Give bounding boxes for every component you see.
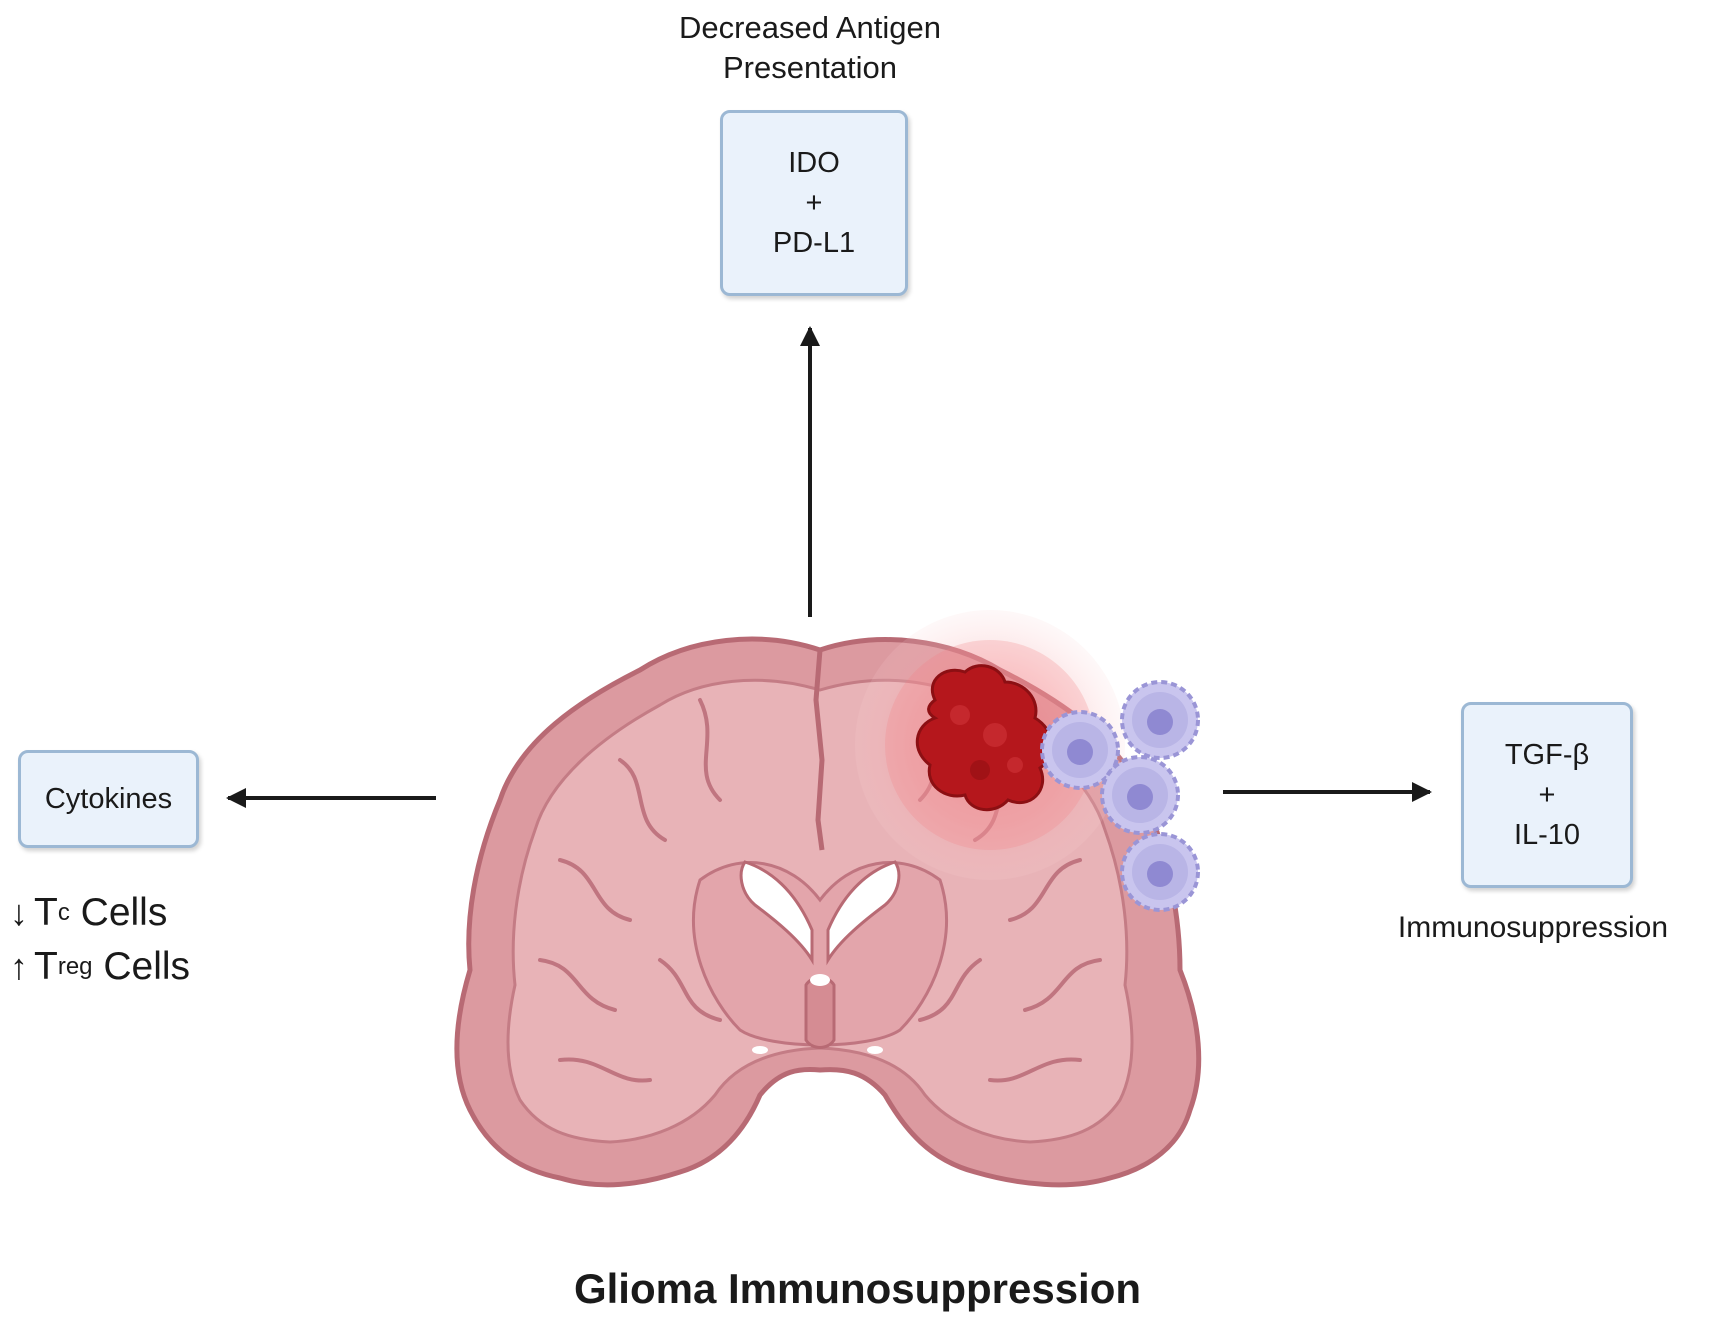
arrow-up-small-icon: ↑	[10, 946, 28, 987]
tc-sub: c	[57, 899, 70, 926]
plus-label: +	[805, 187, 823, 219]
treg-rest: Cells	[92, 945, 191, 988]
tgf-il10-box: TGF-β + IL-10	[1461, 702, 1633, 888]
cytokines-box: Cytokines	[18, 750, 199, 848]
pdl1-label: PD-L1	[772, 227, 856, 259]
right-caption: Immunosuppression	[1397, 911, 1669, 944]
tc-main: T	[34, 891, 58, 934]
ventricle	[826, 860, 901, 966]
immune-cell-icon	[1100, 755, 1180, 835]
plus-label-right: +	[1538, 779, 1556, 811]
figure-title: Glioma Immunosuppression	[573, 1265, 1142, 1312]
top-caption-line2: Presentation	[722, 50, 898, 85]
arrow-down-icon: ↓	[10, 892, 28, 933]
cytokines-label: Cytokines	[44, 783, 173, 815]
treg-main: T	[34, 945, 58, 988]
tc-rest: Cells	[69, 891, 168, 934]
treg-sub: reg	[57, 953, 93, 980]
top-caption: Decreased Antigen Presentation	[610, 8, 1010, 88]
tgf-label: TGF-β	[1504, 739, 1590, 771]
top-caption-line1: Decreased Antigen	[679, 10, 941, 45]
tumor-icon	[915, 664, 1054, 811]
ido-label: IDO	[788, 147, 840, 179]
il10-label: IL-10	[1513, 819, 1581, 851]
immune-cell-icon	[1120, 832, 1200, 912]
immune-cell-icon	[1040, 710, 1120, 790]
ventricle	[739, 860, 814, 966]
ido-pdl1-box: IDO + PD-L1	[720, 110, 908, 296]
immune-cell-icon	[1120, 680, 1200, 760]
